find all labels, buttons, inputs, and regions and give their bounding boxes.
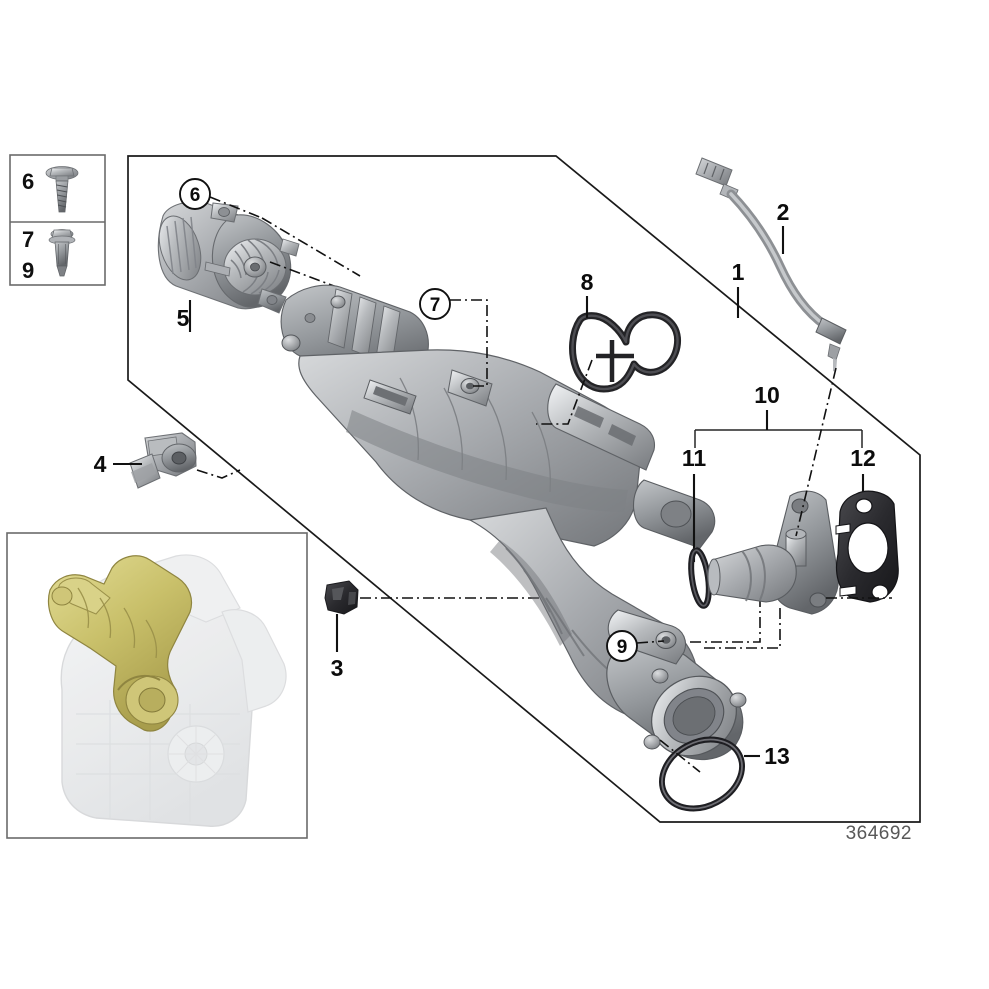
callout-1: 1 [732, 259, 745, 318]
callout-11-number: 11 [682, 445, 707, 471]
callout-6-number: 6 [190, 185, 201, 206]
part-12-egr-gasket [826, 490, 899, 603]
callout-9: 9 [606, 600, 761, 662]
legend-number-6: 6 [22, 169, 34, 194]
callout-2-number: 2 [777, 199, 790, 225]
callout-10-bracket: 10 11 12 [682, 382, 876, 562]
callout-5-number: 5 [177, 305, 190, 331]
part-1-intake-manifold [280, 284, 747, 761]
part-13-throttle-o-ring: 13 [658, 736, 790, 812]
callout-9-number: 9 [617, 637, 628, 658]
callout-3-number: 3 [331, 655, 344, 681]
callout-12-number: 12 [850, 445, 876, 471]
callout-1-number: 1 [732, 259, 745, 285]
assembly-boundary-1 [127, 155, 921, 823]
part-5-actuator-motor: 5 [157, 201, 300, 332]
fastener-legend-box: 6 7 9 [9, 154, 106, 286]
part-10-egr-pipe [700, 367, 839, 649]
legend-number-9: 9 [22, 258, 34, 283]
part-4-pressure-sensor: 4 [94, 432, 241, 489]
part-2-temperature-sensor: 2 [695, 157, 847, 372]
part-8-manifold-gasket: 8 [536, 269, 682, 425]
callout-13-number: 13 [764, 743, 790, 769]
callout-7: 7 [419, 288, 488, 387]
part-3-retaining-clip: 3 [324, 580, 560, 681]
callout-4-number: 4 [94, 451, 107, 477]
hex-head-self-tapping-screw-icon [45, 166, 79, 213]
engine-location-inset [6, 532, 308, 839]
callout-10-number: 10 [754, 382, 780, 408]
legend-number-7: 7 [22, 227, 34, 252]
diagram-id-number: 364692 [846, 823, 912, 844]
hex-head-shoulder-bolt-icon [48, 229, 76, 277]
callout-7-number: 7 [430, 295, 441, 316]
inset-highlighted-manifold [47, 555, 193, 732]
callout-8-number: 8 [581, 269, 594, 295]
